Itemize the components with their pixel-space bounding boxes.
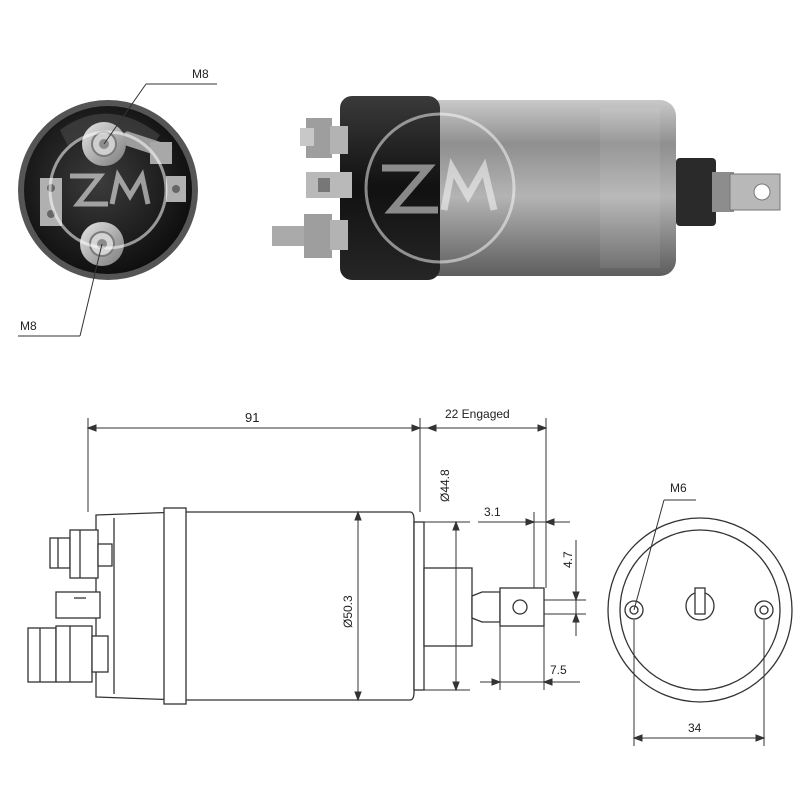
leader-top bbox=[103, 83, 147, 145]
side-studs bbox=[272, 118, 352, 258]
solenoid-cap bbox=[340, 96, 440, 280]
drawing-terminals bbox=[27, 529, 113, 683]
dim-22-engaged: 22 Engaged bbox=[445, 407, 510, 421]
drawing-side bbox=[27, 507, 545, 705]
side-view-photo bbox=[272, 96, 781, 280]
dim-d44-8: Ø44.8 bbox=[438, 469, 452, 502]
dim-34: 34 bbox=[688, 721, 702, 735]
end-view-photo: M8 M8 bbox=[18, 67, 217, 337]
body-outline bbox=[95, 511, 415, 701]
leader-bottom bbox=[79, 243, 103, 337]
plunger-boot bbox=[676, 158, 716, 226]
center-key bbox=[694, 587, 706, 615]
callout-m8-bottom: M8 bbox=[20, 319, 37, 333]
dim-4-7: 4.7 bbox=[561, 551, 575, 568]
dim-7-5: 7.5 bbox=[550, 663, 567, 677]
zm-watermark bbox=[48, 130, 168, 250]
dim-91: 91 bbox=[245, 410, 259, 425]
nose bbox=[423, 567, 473, 647]
end-inner-circle bbox=[619, 529, 781, 691]
band bbox=[163, 507, 187, 705]
flange bbox=[413, 521, 425, 691]
solenoid-body bbox=[420, 100, 676, 276]
dim-d50-3: Ø50.3 bbox=[341, 595, 355, 628]
plunger-shaft bbox=[712, 172, 734, 212]
dimension-lines bbox=[86, 418, 586, 702]
end-view-dims bbox=[632, 499, 766, 746]
dim-3-1: 3.1 bbox=[484, 505, 501, 519]
dim-m6: M6 bbox=[670, 481, 687, 495]
zm-watermark-side bbox=[364, 112, 516, 264]
callout-m8-top: M8 bbox=[192, 67, 209, 81]
mount-hole-right bbox=[754, 600, 774, 620]
